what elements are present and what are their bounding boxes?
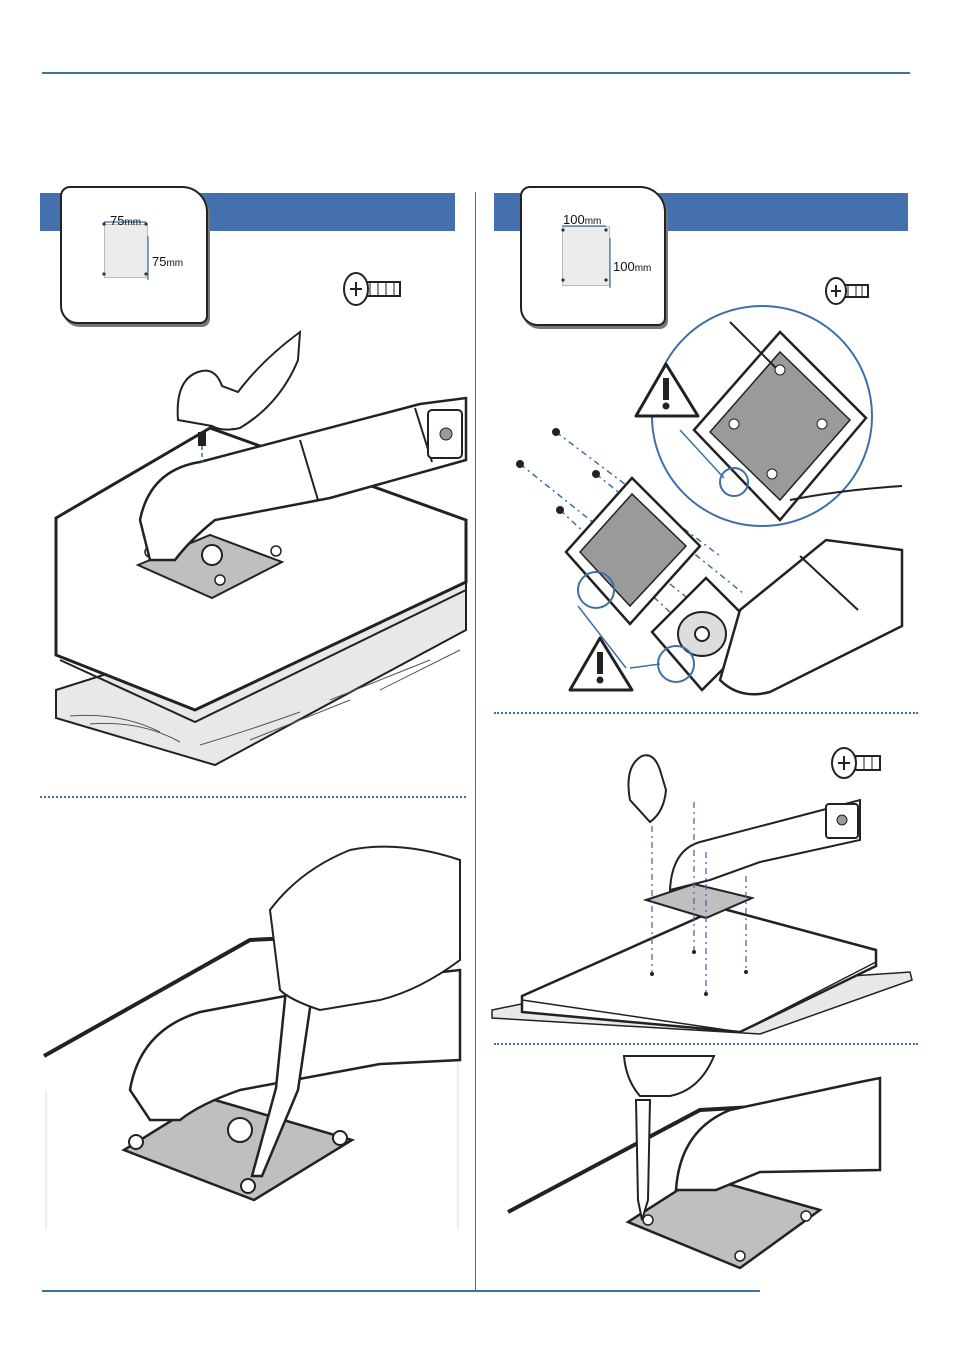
right-step-3-illustration bbox=[0, 0, 954, 1350]
